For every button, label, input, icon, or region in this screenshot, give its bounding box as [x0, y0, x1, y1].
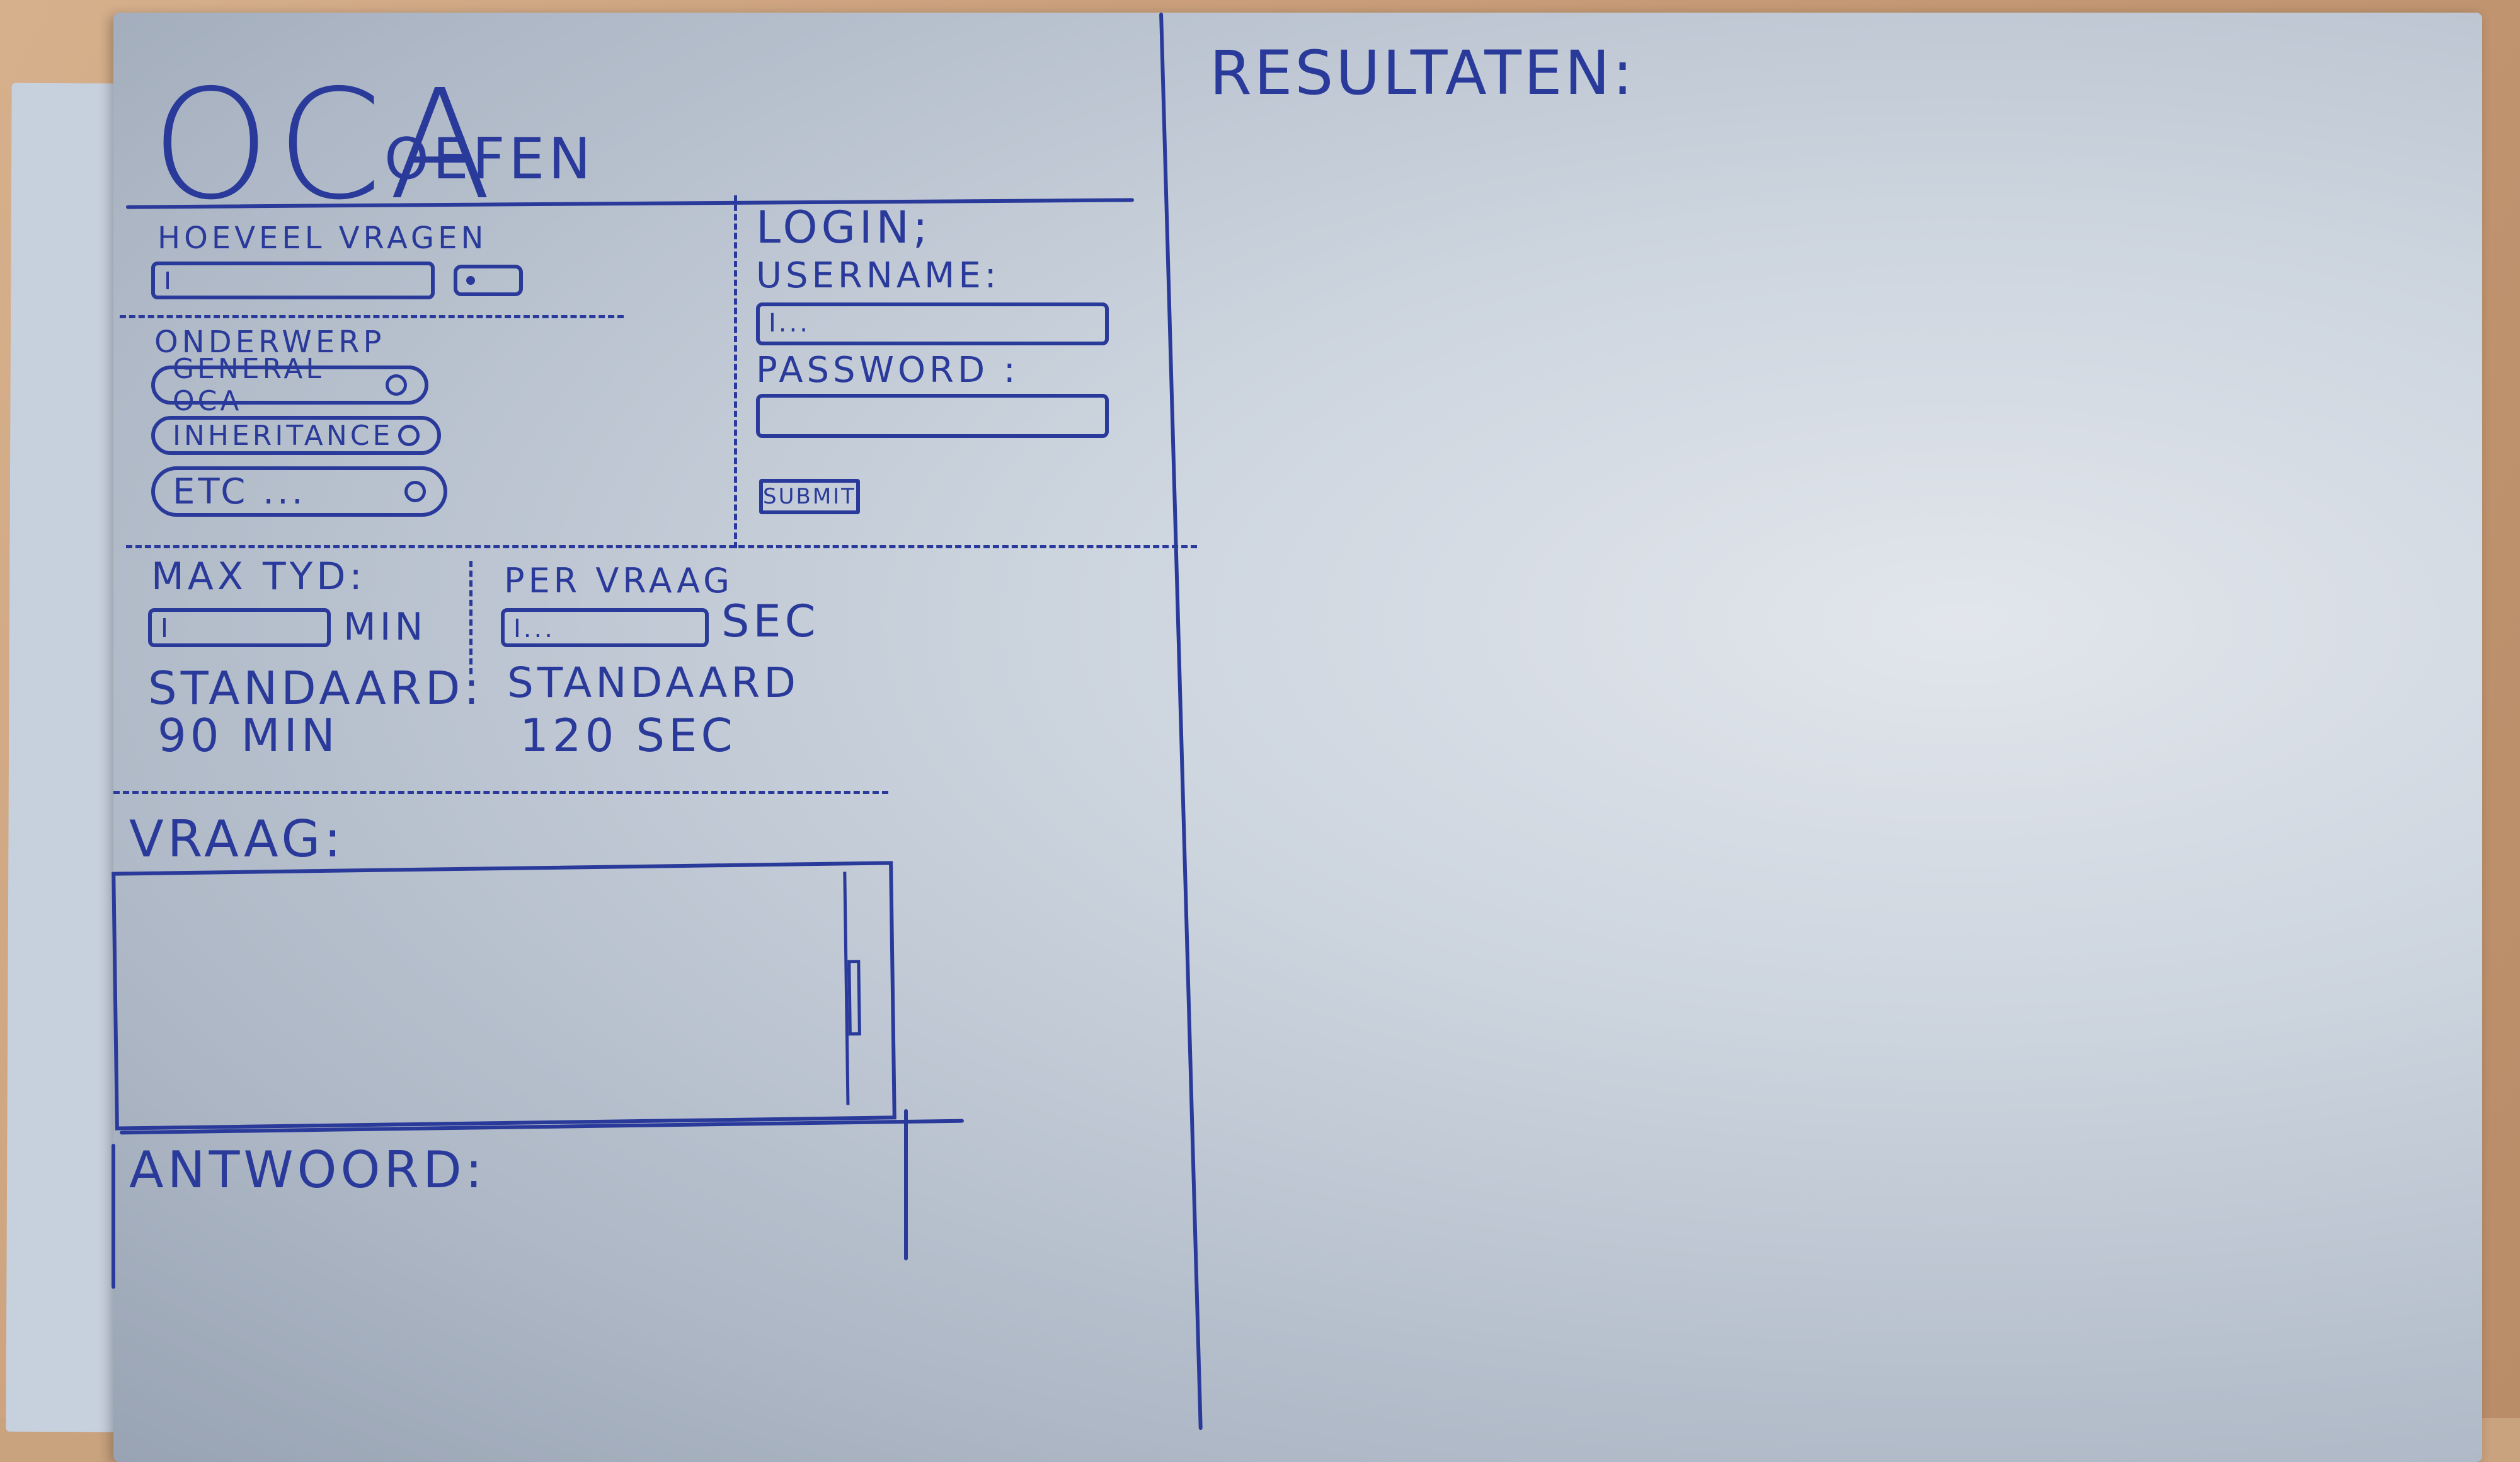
max-time-input[interactable] — [148, 608, 331, 647]
max-time-unit: MIN — [343, 605, 427, 649]
per-question-default-value: 120 SEC — [520, 709, 736, 762]
max-time-label: MAX TYD: — [151, 555, 366, 599]
scrollbar-thumb[interactable] — [847, 960, 861, 1036]
max-time-default-value: 90 MIN — [158, 709, 339, 762]
radio-icon — [386, 374, 407, 396]
max-time-default-label: STANDAARD: — [148, 662, 483, 715]
per-question-default-label: STANDAARD — [507, 659, 800, 707]
max-time-cursor — [163, 618, 166, 637]
divider-login — [126, 545, 1197, 548]
sketch-sheet: OCA OEFEN HOEVEEL VRAGEN ONDERWERP GENER… — [112, 12, 2482, 1462]
per-question-label: PER VRAAG — [504, 561, 733, 601]
divider-timer — [113, 791, 888, 794]
password-input[interactable] — [756, 394, 1109, 438]
submit-button[interactable]: SUBMIT — [759, 479, 860, 514]
username-value: I... — [769, 309, 810, 338]
divider-questions — [120, 315, 624, 318]
subject-option-etc[interactable]: ETC ... — [151, 466, 447, 517]
subject-option-label: GENERAL OCA — [173, 353, 325, 417]
subject-option-general-oca[interactable]: GENERAL OCA — [151, 353, 428, 417]
login-title: LOGIN; — [756, 202, 932, 253]
answer-left-border — [112, 1144, 115, 1289]
subject-option-inheritance[interactable]: INHERITANCE — [151, 416, 441, 455]
subject-option-label: INHERITANCE — [173, 419, 394, 452]
per-question-unit: SEC — [721, 596, 820, 647]
username-input[interactable]: I... — [756, 302, 1109, 345]
answer-label: ANTWOORD: — [129, 1141, 486, 1199]
question-count-label: HOEVEEL VRAGEN — [158, 221, 488, 256]
answer-right-border — [904, 1109, 908, 1260]
results-label: RESULTATEN: — [1210, 38, 1635, 108]
dot-icon — [466, 276, 475, 285]
per-question-input[interactable]: I... — [501, 608, 709, 647]
login-divider — [734, 195, 737, 548]
timer-divider — [469, 561, 472, 674]
question-count-input[interactable] — [151, 262, 435, 299]
main-divider — [1159, 12, 1203, 1430]
password-label: PASSWORD : — [756, 350, 1019, 391]
question-count-button[interactable] — [454, 265, 523, 296]
radio-icon — [404, 481, 426, 502]
subject-option-label: ETC ... — [173, 471, 306, 512]
subject-label: ONDERWERP — [154, 325, 386, 360]
per-question-value: I... — [513, 614, 555, 643]
app-subtitle: OEFEN — [384, 126, 595, 192]
question-textarea[interactable] — [112, 861, 896, 1131]
results-area — [1222, 126, 2419, 1323]
question-count-cursor — [166, 272, 169, 289]
username-label: USERNAME: — [756, 255, 1000, 296]
radio-icon — [398, 425, 420, 446]
question-label: VRAAG: — [129, 810, 345, 868]
submit-button-label: SUBMIT — [763, 484, 856, 509]
question-scrollbar[interactable] — [843, 872, 868, 1105]
